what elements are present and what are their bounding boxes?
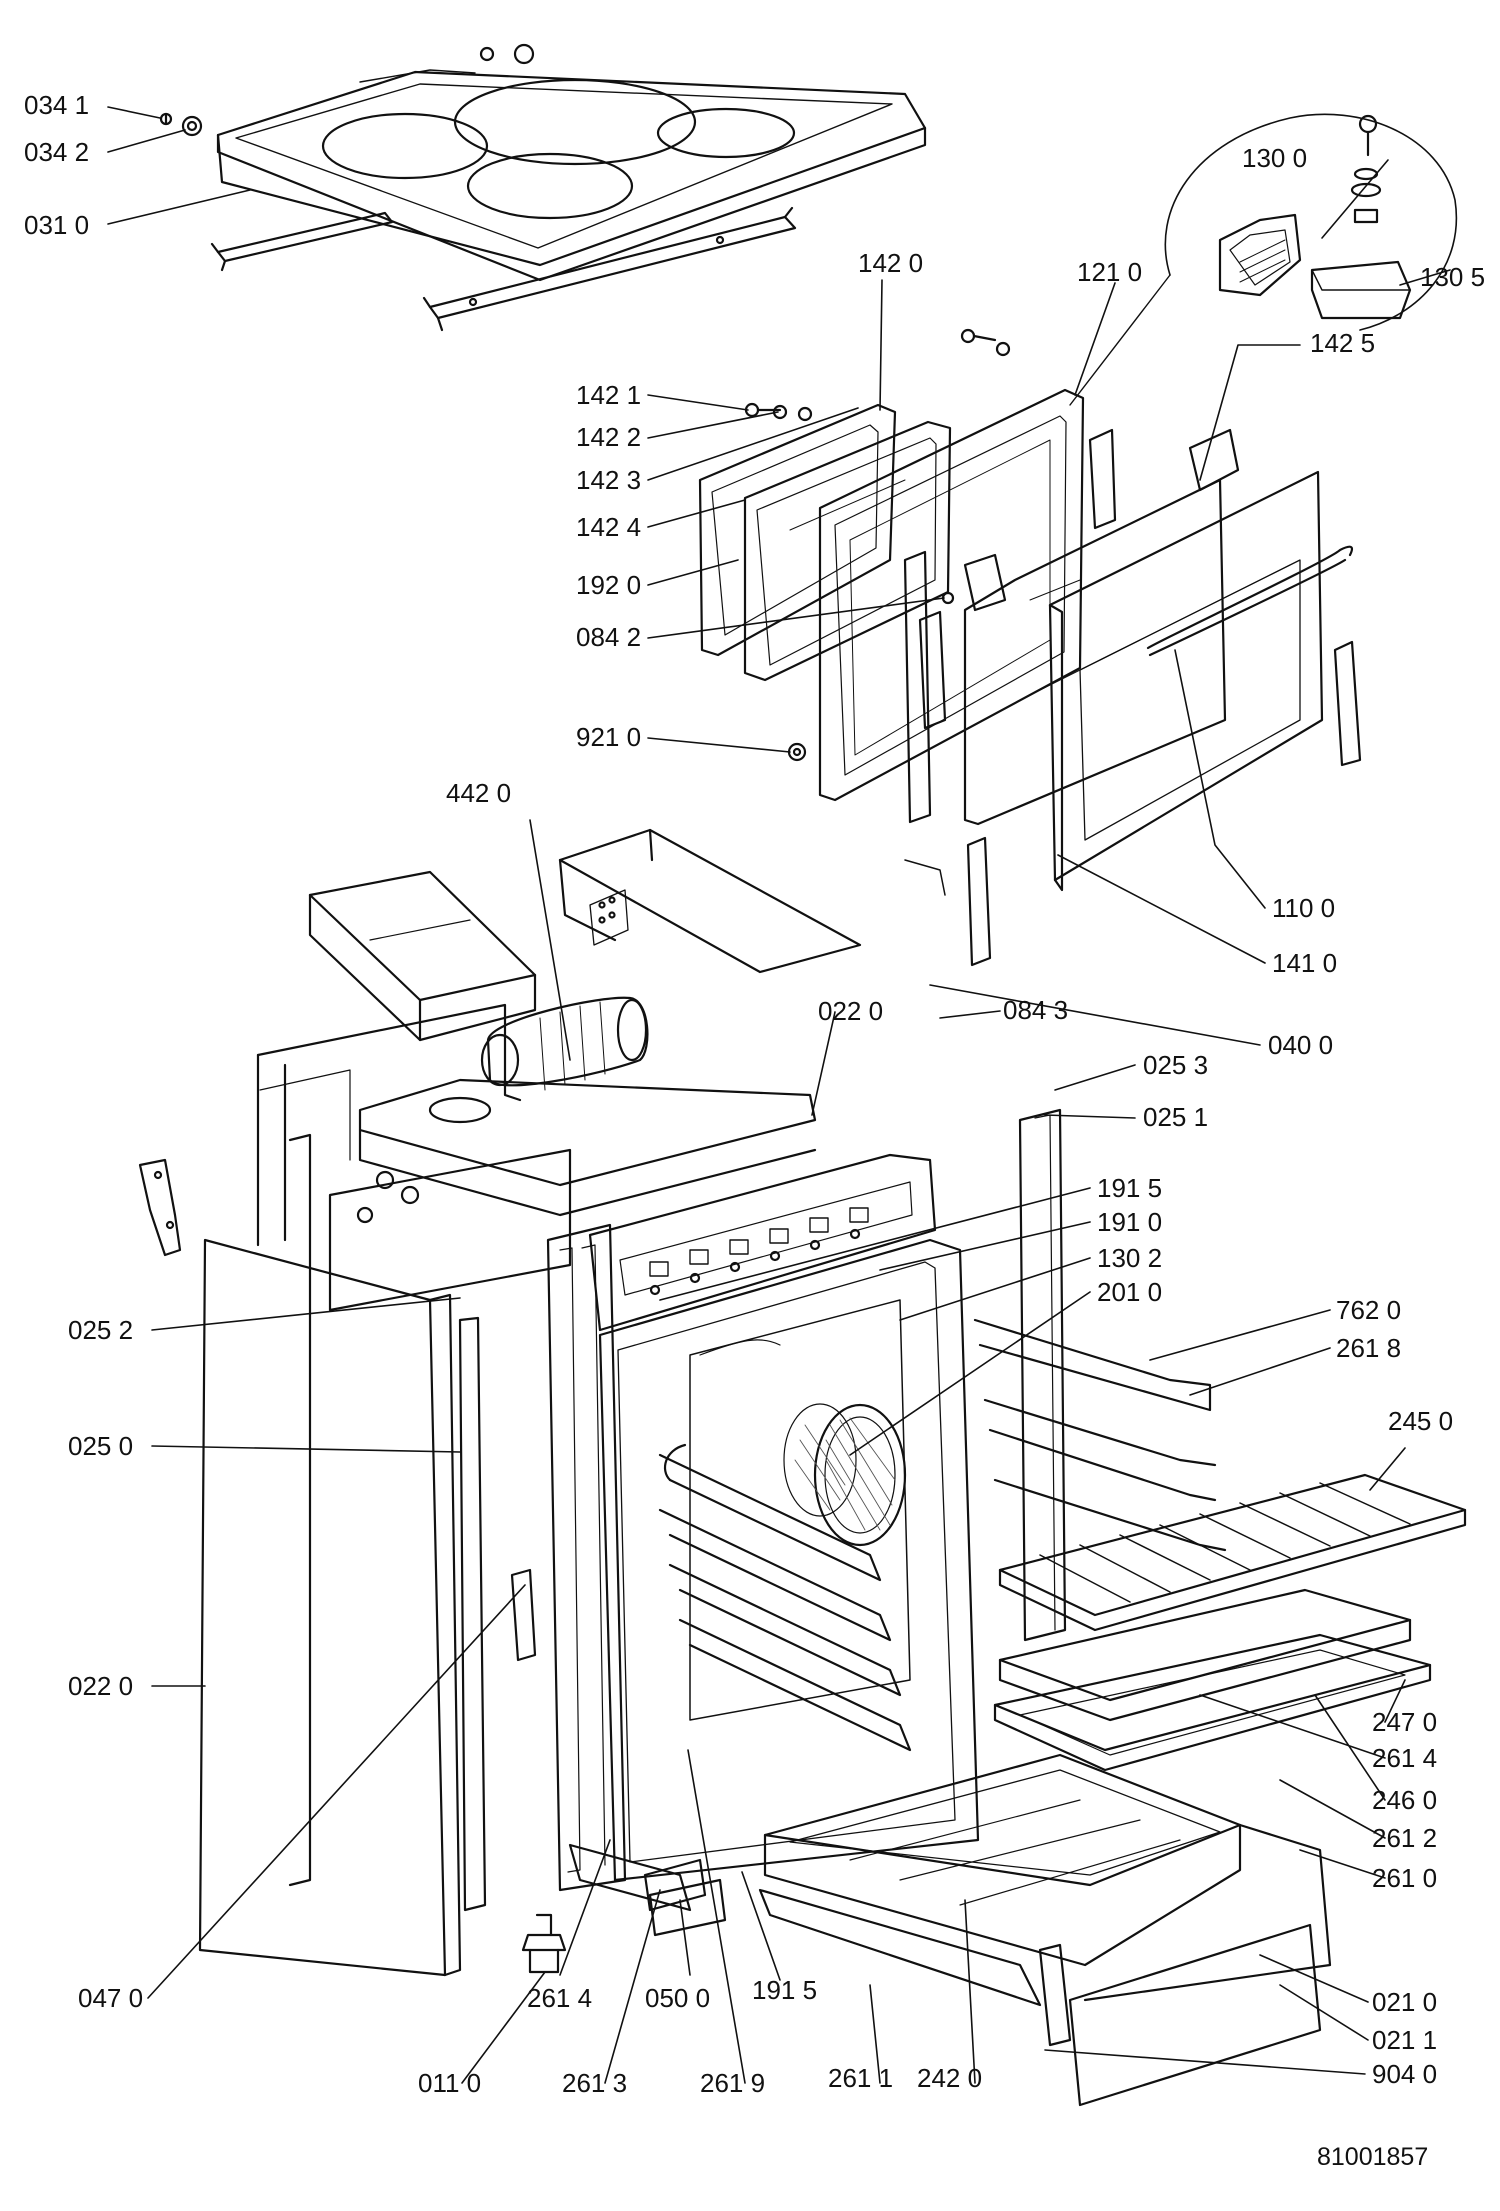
top-heat-shield <box>358 1078 817 1217</box>
callout-130-0: 130 0 <box>1242 143 1308 173</box>
callout-142-1: 142 1 <box>576 380 642 410</box>
callout-142-3: 142 3 <box>576 465 642 495</box>
callout-261-0: 261 0 <box>1372 1863 1438 1893</box>
door-outer-glass <box>1048 470 1324 892</box>
callout-141-0: 141 0 <box>1272 948 1338 978</box>
callout-261-4-bottom: 261 4 <box>527 1983 593 2013</box>
callout-040-0: 040 0 <box>1268 1030 1334 1060</box>
lower-cross-rails <box>568 1843 727 1937</box>
callout-762-0: 762 0 <box>1336 1295 1402 1325</box>
oven-shelf-runners <box>658 1443 912 1752</box>
callout-261-3: 261 3 <box>562 2068 628 2098</box>
callout-025-2: 025 2 <box>68 1315 134 1345</box>
top-cover-plate <box>558 828 862 974</box>
enamel-baking-tray <box>998 1588 1412 1722</box>
rear-panel <box>256 1003 522 1247</box>
callout-192-0: 192 0 <box>576 570 642 600</box>
door-hinge-bracket <box>963 428 1240 612</box>
grill-pan <box>993 1633 1432 1772</box>
callout-245-0: 245 0 <box>1388 1406 1454 1436</box>
callout-022-0-top: 022 0 <box>818 996 884 1026</box>
callout-021-1: 021 1 <box>1372 2025 1438 2055</box>
callout-011-0: 011 0 <box>418 2068 482 2098</box>
callout-047-0: 047 0 <box>78 1983 144 2013</box>
cabinet-left-inner-wall <box>288 1133 572 1887</box>
callout-261-8: 261 8 <box>1336 1333 1402 1363</box>
cabinet-side-hinge <box>510 1568 537 1662</box>
callout-142-0: 142 0 <box>858 248 924 278</box>
callout-025-1: 025 1 <box>1143 1102 1209 1132</box>
oven-wire-rack <box>998 1473 1467 1632</box>
callout-921-0: 921 0 <box>576 722 642 752</box>
control-panel <box>588 1153 937 1332</box>
callout-121-0: 121 0 <box>1077 257 1143 287</box>
callout-022-0-left: 022 0 <box>68 1671 134 1701</box>
callout-025-0: 025 0 <box>68 1431 134 1461</box>
hinge-detail-circle <box>1069 113 1458 406</box>
left-side-panel <box>198 1238 487 1977</box>
callout-191-5-top: 191 5 <box>1097 1173 1163 1203</box>
callout-031-0: 031 0 <box>24 210 90 240</box>
callout-261-9: 261 9 <box>700 2068 766 2098</box>
callout-025-3: 025 3 <box>1143 1050 1209 1080</box>
callout-191-0: 191 0 <box>1097 1207 1163 1237</box>
callout-142-4: 142 4 <box>576 512 642 542</box>
cabinet-right-wall <box>1018 1108 1067 1642</box>
callout-142-5: 142 5 <box>1310 328 1376 358</box>
callout-142-2: 142 2 <box>576 422 642 452</box>
callout-442-0: 442 0 <box>446 778 512 808</box>
callout-201-0: 201 0 <box>1097 1277 1163 1307</box>
drawing-code: 81001857 <box>1317 2143 1429 2171</box>
rear-convection-fan <box>783 1403 907 1547</box>
door-side-hinge-lower <box>904 836 992 967</box>
ceramic-hob-top <box>216 43 927 282</box>
callout-246-0: 246 0 <box>1372 1785 1438 1815</box>
callout-034-1: 034 1 <box>24 90 90 120</box>
callout-242-0: 242 0 <box>917 2063 983 2093</box>
door-middle-glass <box>963 478 1227 826</box>
leader-lines <box>107 106 1451 2084</box>
hob-screw-and-knob <box>159 112 203 137</box>
callout-261-2: 261 2 <box>1372 1823 1438 1853</box>
hob-mounting-brackets <box>210 206 797 332</box>
callout-191-5-bottom: 191 5 <box>752 1975 818 2005</box>
callout-904-0: 904 0 <box>1372 2059 1438 2089</box>
door-hinge-right <box>1333 640 1362 767</box>
callout-084-2: 084 2 <box>576 622 642 652</box>
cooling-fan-motor <box>480 996 649 1091</box>
callout-247-0: 247 0 <box>1372 1707 1438 1737</box>
inner-door-panel <box>698 403 897 657</box>
callout-130-2: 130 2 <box>1097 1243 1163 1273</box>
adjustable-foot <box>521 1913 567 1974</box>
callout-084-3: 084 3 <box>1003 995 1069 1025</box>
door-handle <box>1146 545 1354 657</box>
callout-261-1: 261 1 <box>828 2063 894 2093</box>
callout-021-0: 021 0 <box>1372 1987 1438 2017</box>
callout-034-2: 034 2 <box>24 137 90 167</box>
left-bracket <box>138 1158 182 1257</box>
drawer-runner <box>758 1888 1072 2047</box>
oven-cavity <box>598 1238 980 1882</box>
callout-110-0: 110 0 <box>1272 893 1336 923</box>
right-side-runners <box>973 1318 1227 1552</box>
callout-050-0: 050 0 <box>645 1983 711 2013</box>
callout-130-5: 130 5 <box>1420 262 1486 292</box>
air-duct-cover <box>308 870 537 1042</box>
storage-drawer <box>763 1753 1332 2002</box>
drawer-front-panel <box>1068 1923 1322 2107</box>
callout-261-4-right: 261 4 <box>1372 1743 1438 1773</box>
door-hinge-left <box>903 550 947 824</box>
door-screws-washers <box>744 328 1011 762</box>
